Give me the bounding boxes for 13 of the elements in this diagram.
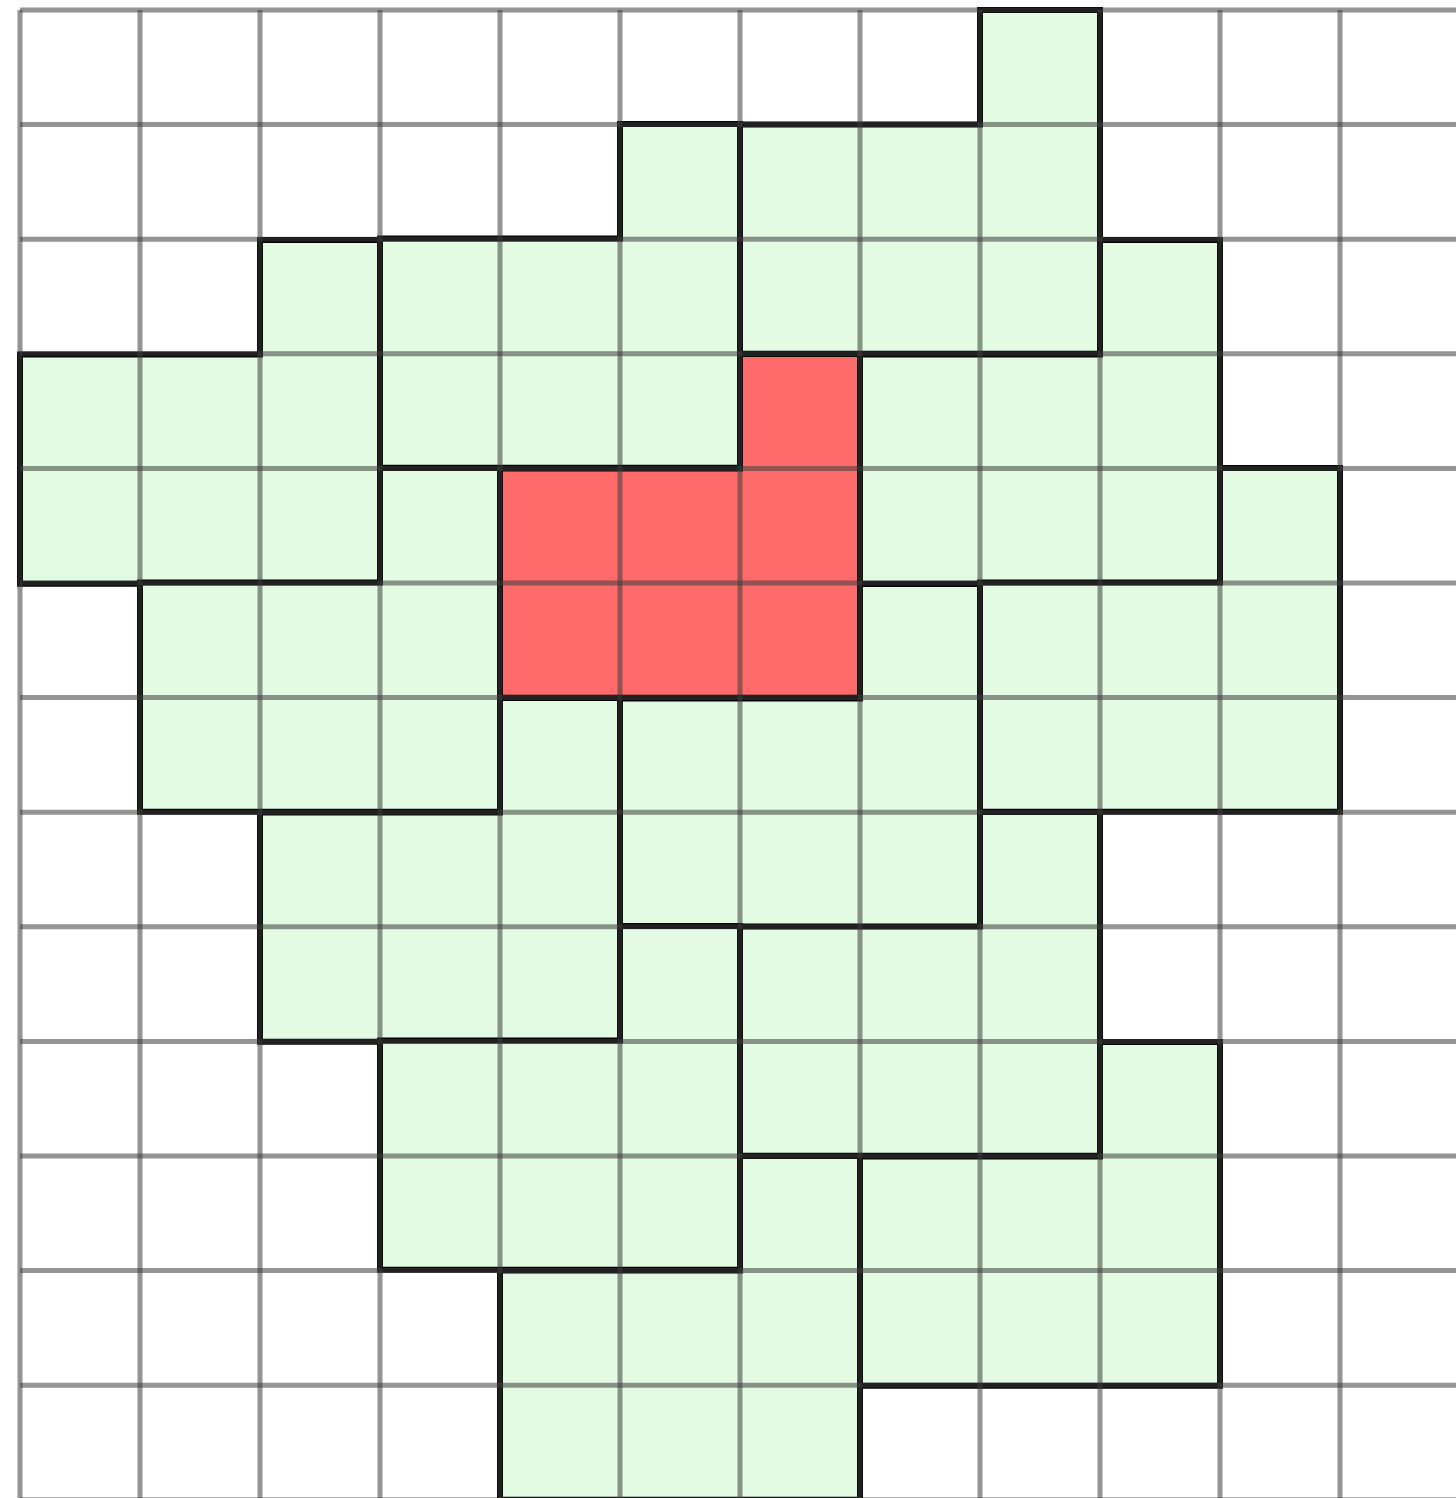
polyomino-piece — [620, 583, 980, 927]
polyomino-piece — [260, 697, 620, 1042]
polyomino-piece — [740, 10, 1100, 354]
polyomino-piece — [140, 468, 500, 813]
polyomino-piece — [860, 239, 1220, 583]
polyomino-piece — [20, 239, 380, 583]
polyomino-piece — [500, 1156, 860, 1498]
polyomino-piece — [500, 353, 860, 698]
polyomino-piece — [740, 812, 1100, 1156]
polyomino-piece — [380, 926, 740, 1271]
polyomino-piece — [980, 468, 1340, 813]
polyomino-piece — [860, 1041, 1220, 1386]
polyomino-piece — [380, 124, 740, 469]
